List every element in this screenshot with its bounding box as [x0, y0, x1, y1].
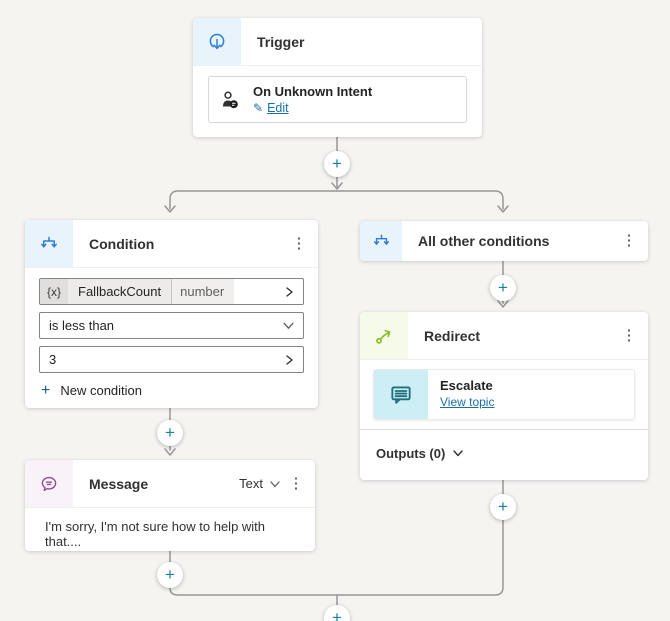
- variable-prefix: {x}: [40, 279, 69, 304]
- topic-chat-icon: [391, 385, 411, 404]
- variable-name: FallbackCount: [68, 279, 172, 304]
- new-condition-label: New condition: [60, 383, 142, 398]
- condition-operator-dropdown[interactable]: is less than: [39, 312, 304, 339]
- message-more-menu[interactable]: ⋮: [283, 471, 309, 497]
- trigger-title: Trigger: [257, 33, 305, 50]
- redirect-icon: [376, 329, 391, 344]
- message-mode-dropdown[interactable]: Text: [239, 476, 281, 491]
- condition-title: Condition: [89, 235, 155, 252]
- plus-icon: +: [41, 381, 51, 399]
- condition-node[interactable]: Condition ⋮ {x} FallbackCount number is …: [25, 220, 318, 408]
- message-body-text[interactable]: I'm sorry, I'm not sure how to help with…: [45, 519, 266, 549]
- condition-value-row[interactable]: 3: [39, 346, 304, 373]
- message-bubble-icon: [41, 476, 57, 491]
- message-iconbox: [25, 460, 73, 507]
- redirect-iconbox: [360, 312, 408, 359]
- chevron-right-icon: [283, 286, 295, 298]
- trigger-iconbox: [193, 18, 241, 65]
- variable-chip: {x} FallbackCount number: [40, 279, 283, 304]
- all-other-iconbox: [360, 221, 402, 261]
- intent-title: On Unknown Intent: [253, 84, 373, 99]
- edit-link[interactable]: Edit: [267, 101, 289, 115]
- trigger-icon: [209, 33, 225, 49]
- chevron-down-icon: [282, 319, 295, 332]
- all-other-title: All other conditions: [418, 233, 550, 249]
- add-node-button-after-message[interactable]: +: [157, 562, 183, 588]
- chevron-down-icon: [452, 447, 464, 459]
- chevron-down-icon: [269, 478, 281, 490]
- message-title: Message: [89, 475, 149, 492]
- operator-value: is less than: [49, 318, 115, 333]
- condition-value: 3: [49, 352, 57, 367]
- add-node-button-after-condition[interactable]: +: [157, 420, 183, 446]
- add-node-button-after-all-other[interactable]: +: [490, 275, 516, 301]
- redirect-node[interactable]: Redirect ⋮ Escalate View topic Outputs (…: [360, 312, 648, 480]
- outputs-toggle[interactable]: Outputs (0): [360, 429, 648, 476]
- redirect-title: Redirect: [424, 327, 481, 344]
- message-node[interactable]: Message Text ⋮ I'm sorry, I'm not sure h…: [25, 460, 315, 551]
- add-node-button-after-redirect[interactable]: +: [490, 494, 516, 520]
- trigger-node[interactable]: Trigger On Unknown Intent ✎ Edit: [193, 18, 482, 137]
- redirect-more-menu[interactable]: ⋮: [616, 323, 642, 349]
- all-other-conditions-node[interactable]: All other conditions ⋮: [360, 221, 648, 261]
- escalate-iconbox: [374, 370, 428, 419]
- intent-person-icon: [223, 91, 238, 108]
- chip-divider: [171, 279, 173, 304]
- outputs-label: Outputs (0): [376, 445, 446, 461]
- topic-title: Escalate: [440, 378, 493, 393]
- variable-type: number: [172, 279, 235, 304]
- add-node-button-after-trigger[interactable]: +: [324, 151, 350, 177]
- message-mode-value: Text: [239, 476, 263, 491]
- trigger-intent-card[interactable]: On Unknown Intent ✎ Edit: [208, 76, 467, 123]
- condition-more-menu[interactable]: ⋮: [286, 231, 312, 257]
- view-topic-link[interactable]: View topic: [440, 395, 495, 409]
- chevron-right-icon: [283, 354, 295, 366]
- branch-icon: [373, 234, 389, 245]
- all-other-more-menu[interactable]: ⋮: [616, 228, 642, 254]
- new-condition-button[interactable]: + New condition: [41, 381, 142, 399]
- condition-variable-row[interactable]: {x} FallbackCount number: [39, 278, 304, 305]
- add-node-button-merge[interactable]: +: [324, 605, 350, 621]
- branch-icon: [41, 236, 57, 248]
- condition-iconbox: [25, 220, 73, 267]
- redirect-topic-card[interactable]: Escalate View topic: [373, 369, 635, 420]
- edit-pencil-icon: ✎: [253, 101, 264, 115]
